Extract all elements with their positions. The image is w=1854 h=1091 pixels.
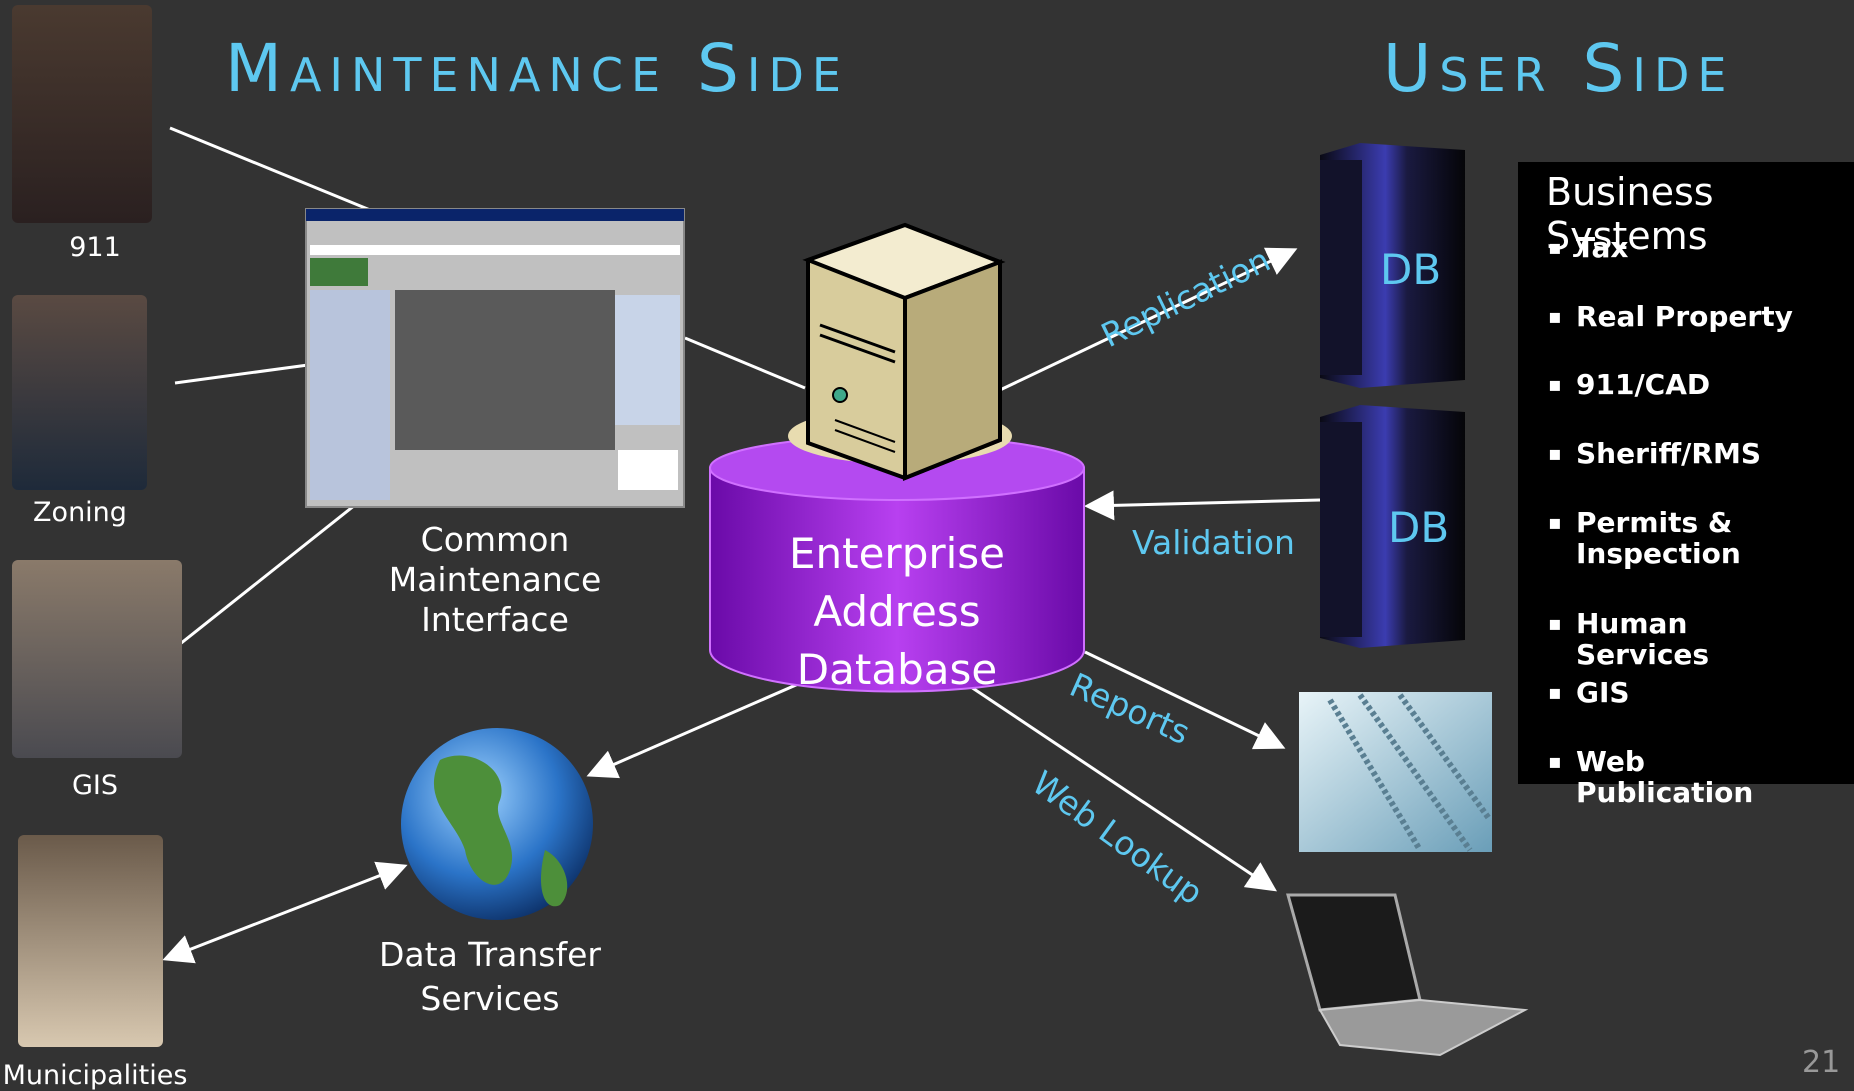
db-server-2-label: DB xyxy=(1388,503,1450,552)
line-gis-to-interface xyxy=(174,503,356,650)
db-server-1-label: DB xyxy=(1380,245,1442,294)
server-tower-icon xyxy=(788,222,1012,481)
line-911-to-interface xyxy=(169,126,376,214)
user-side-title: User Side xyxy=(1383,30,1735,107)
line-web-lookup xyxy=(964,681,1277,892)
business-systems-panel: Business Systems Tax Real Property 911/C… xyxy=(1518,162,1854,808)
maintenance-interface-screenshot xyxy=(305,208,685,508)
business-system-item: Real Property xyxy=(1548,301,1826,332)
business-system-item: Tax xyxy=(1548,232,1826,263)
person-zoning-avatar xyxy=(12,295,147,490)
line-municipalities-globe xyxy=(162,861,408,964)
person-gis-avatar xyxy=(12,560,182,758)
person-911-avatar xyxy=(12,5,152,223)
database-caption: Enterprise Address Database xyxy=(788,529,1006,694)
business-system-item: Human Services xyxy=(1548,608,1826,670)
reports-document-icon xyxy=(1299,692,1493,852)
maintenance-interface-caption: Common Maintenance Interface xyxy=(388,520,602,639)
line-zoning-to-interface xyxy=(174,363,309,385)
person-municipalities-avatar xyxy=(18,835,163,1047)
db-server-1-icon xyxy=(1320,143,1465,388)
maintenance-side-title: Maintenance Side xyxy=(225,30,849,107)
line-interface-to-db xyxy=(684,336,806,390)
person-municipalities-label: Municipalities xyxy=(2,1060,188,1091)
laptop-icon xyxy=(1286,893,1529,1057)
business-system-item: GIS xyxy=(1548,677,1826,708)
globe-icon xyxy=(401,728,593,920)
person-gis-label: GIS xyxy=(71,770,119,801)
line-replication xyxy=(999,247,1298,392)
line-reports xyxy=(1084,650,1286,750)
validation-label: Validation xyxy=(1132,523,1295,562)
business-system-item: Web Publication xyxy=(1548,746,1826,808)
line-db-to-globe xyxy=(586,676,813,779)
data-transfer-caption: Data Transfer Services xyxy=(379,935,601,1018)
person-zoning-label: Zoning xyxy=(33,497,127,528)
business-system-item: Sheriff/RMS xyxy=(1548,438,1826,469)
page-number: 21 xyxy=(1802,1045,1841,1080)
business-system-item: 911/CAD xyxy=(1548,369,1826,400)
db-server-2-icon xyxy=(1320,405,1465,648)
line-validation xyxy=(1084,490,1321,521)
person-911-label: 911 xyxy=(69,232,121,263)
business-system-item: Permits & Inspection xyxy=(1548,507,1826,569)
